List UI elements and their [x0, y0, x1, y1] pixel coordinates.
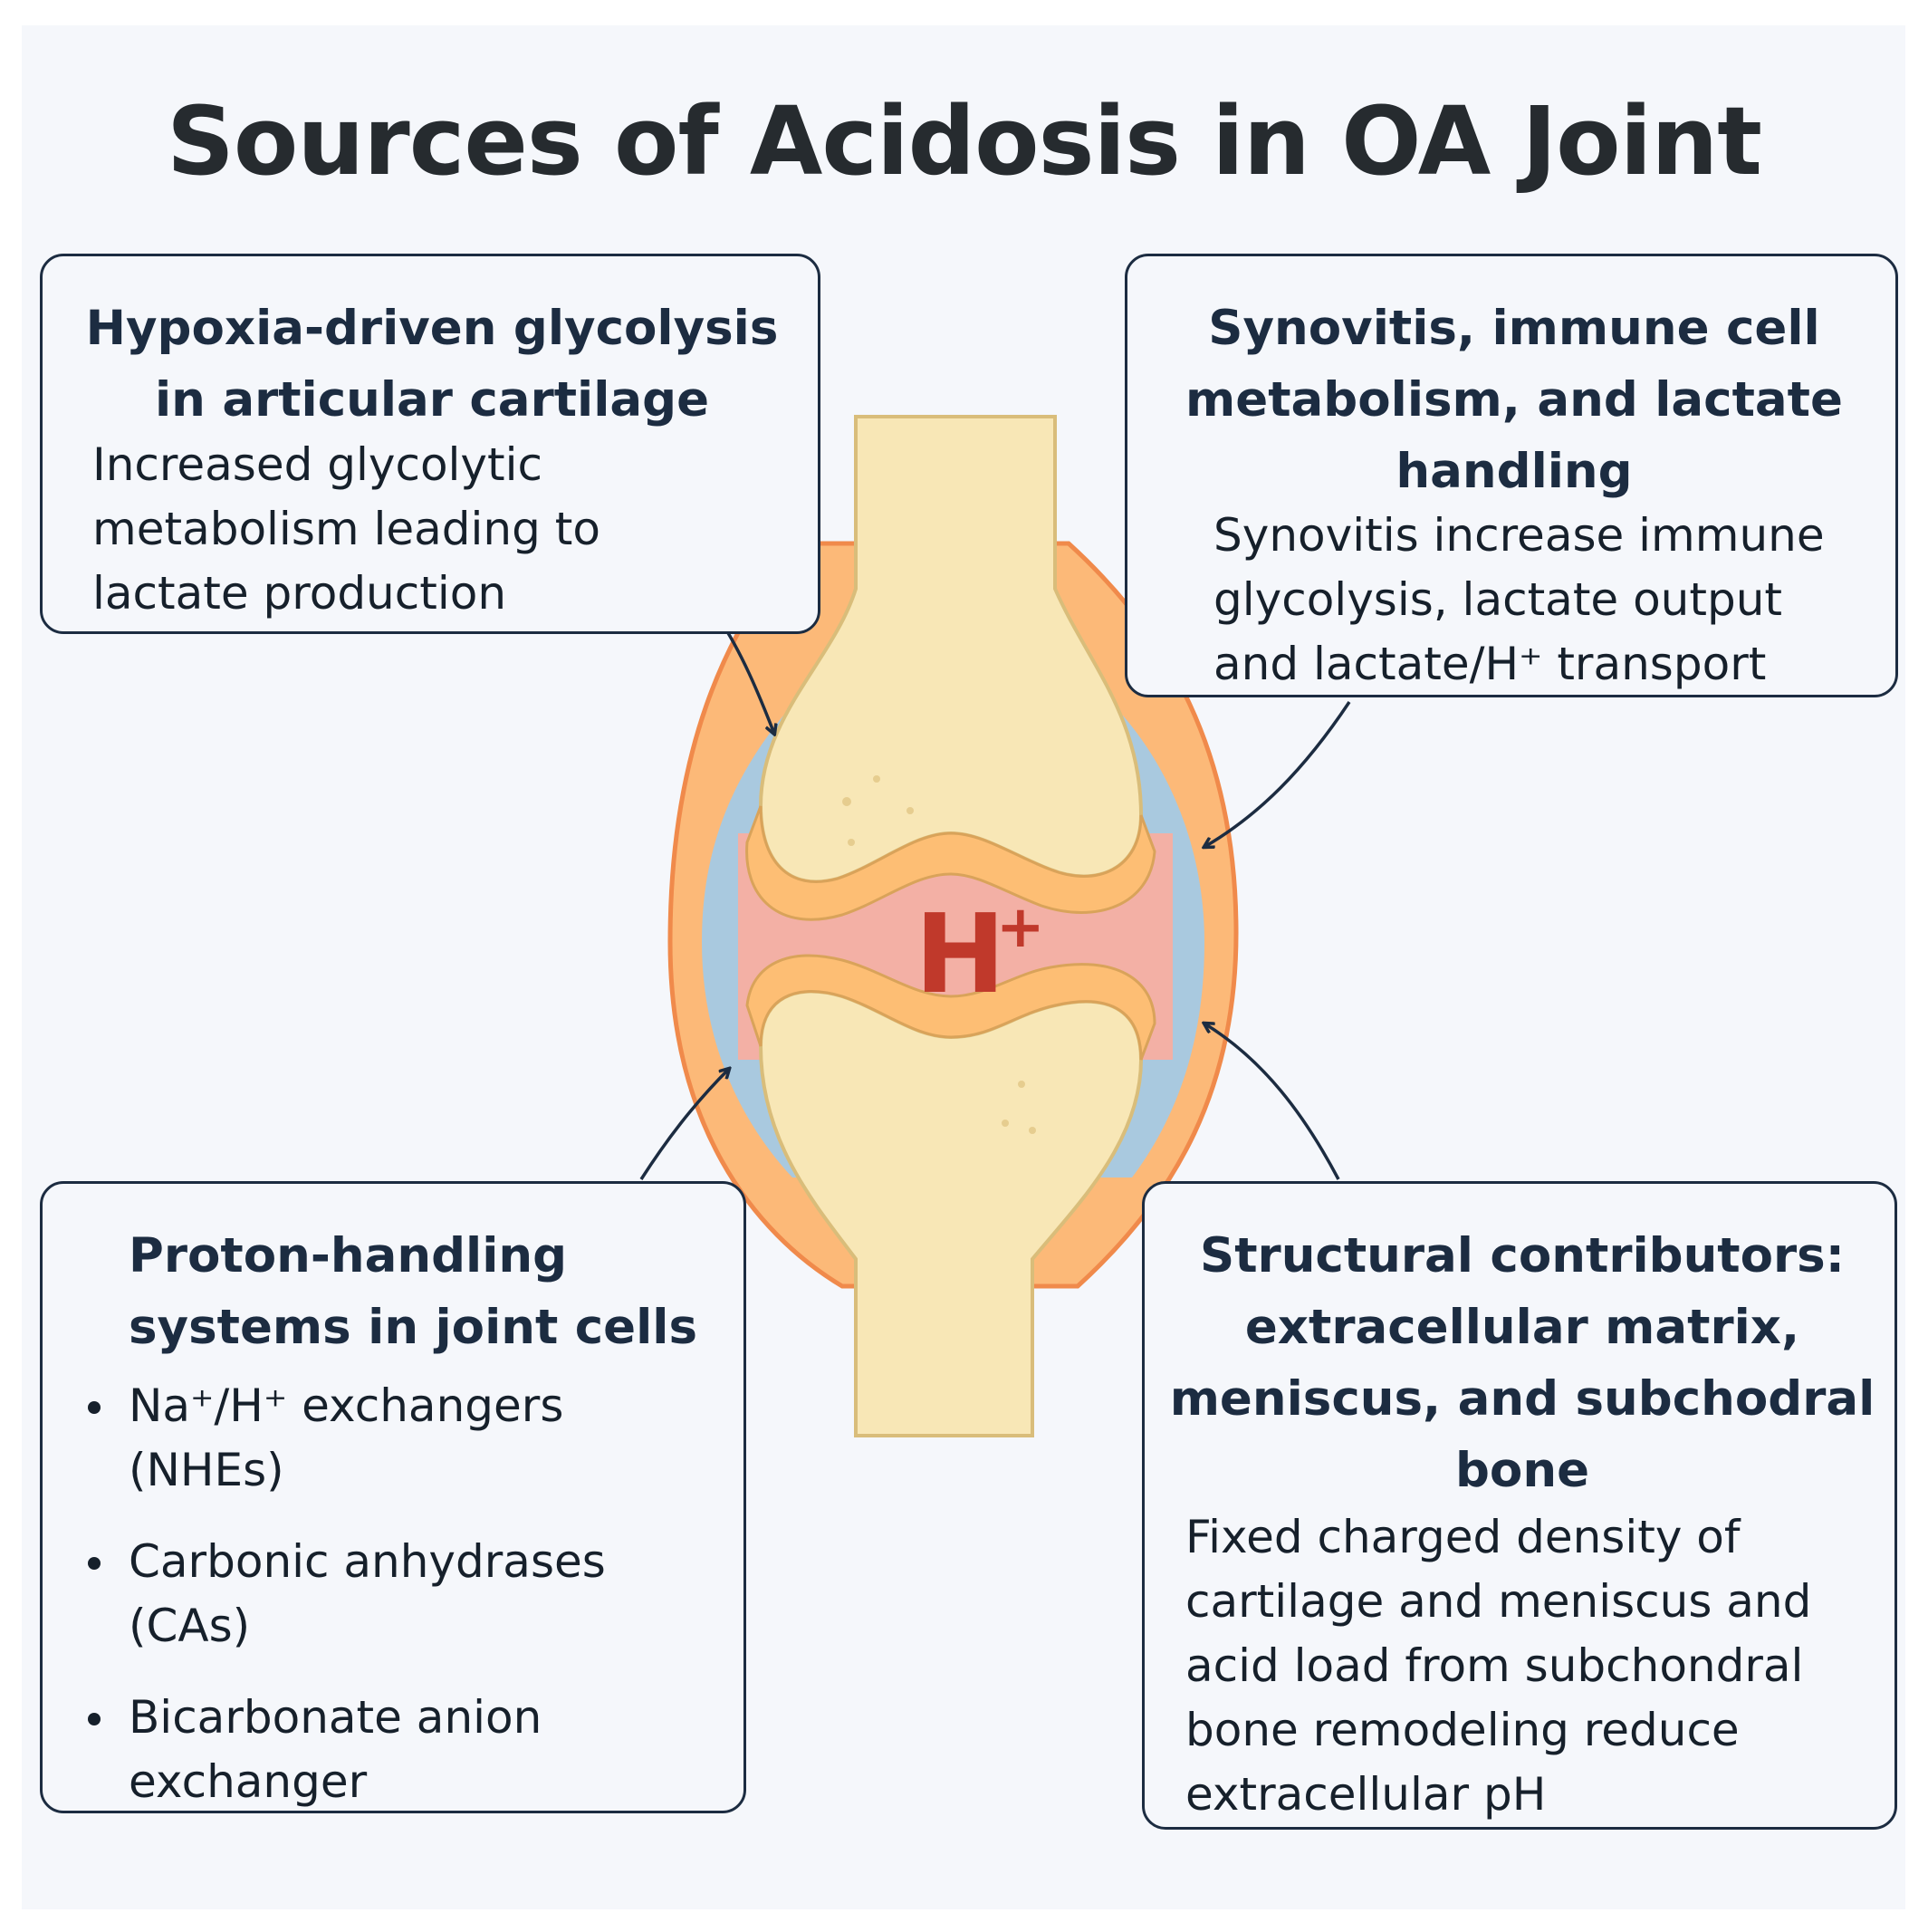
list-item: Carbonic anhydrases (CAs) — [88, 1530, 722, 1658]
bone-speckle — [1029, 1127, 1036, 1134]
femur-cartilage — [745, 805, 1156, 921]
box-hypoxia-body: Increased glycolytic metabolism leading … — [92, 438, 600, 620]
bullet-text: Carbonic anhydrases (CAs) — [129, 1535, 606, 1652]
bone-speckle — [1018, 1081, 1025, 1088]
arrow-bottom-right — [1204, 1024, 1340, 1180]
bullet-text: Bicarbonate anion exchanger — [129, 1691, 542, 1808]
diagram-title: Sources of Acidosis in OA Joint — [167, 86, 1762, 197]
proton-handling-list: Na⁺/H⁺ exchangers (NHEs) Carbonic anhydr… — [88, 1374, 722, 1841]
list-item: Bicarbonate anion exchanger — [88, 1686, 722, 1814]
bone-speckle — [842, 797, 851, 806]
box-structural-body: Fixed charged density of cartilage and m… — [1185, 1511, 1812, 1821]
bullet-icon — [88, 1557, 101, 1570]
box-hypoxia-heading: Hypoxia-driven glycolysis in articular c… — [85, 301, 779, 428]
box-synovitis-heading: Synovitis, immune cell metabolism, and l… — [1185, 301, 1843, 499]
bullet-text: Na⁺/H⁺ exchangers (NHEs) — [129, 1379, 564, 1496]
box-structural-contributors: Structural contributors: extracellular m… — [1142, 1181, 1897, 1830]
box-synovitis-body: Synovitis increase immune glycolysis, la… — [1213, 509, 1825, 690]
bone-speckle — [1002, 1120, 1009, 1127]
box-hypoxia-glycolysis: Hypoxia-driven glycolysis in articular c… — [40, 254, 820, 634]
arrow-top-right — [1204, 701, 1351, 847]
bullet-icon — [88, 1401, 101, 1414]
proton-charge-label: + — [996, 894, 1045, 961]
proton-label: H — [915, 892, 1005, 1018]
box-proton-handling: Proton-handling systems in joint cells N… — [40, 1181, 746, 1813]
box-proton-heading: Proton-handling systems in joint cells — [129, 1228, 698, 1355]
bone-speckle — [848, 839, 855, 846]
bullet-icon — [88, 1713, 101, 1725]
bone-speckle — [873, 775, 880, 783]
bone-speckle — [906, 807, 914, 814]
box-structural-heading: Structural contributors: extracellular m… — [1169, 1228, 1875, 1498]
arrow-bottom-left — [639, 1069, 729, 1180]
list-item: Na⁺/H⁺ exchangers (NHEs) — [88, 1374, 722, 1503]
tibia-cartilage — [745, 954, 1156, 1061]
box-synovitis: Synovitis, immune cell metabolism, and l… — [1125, 254, 1898, 697]
